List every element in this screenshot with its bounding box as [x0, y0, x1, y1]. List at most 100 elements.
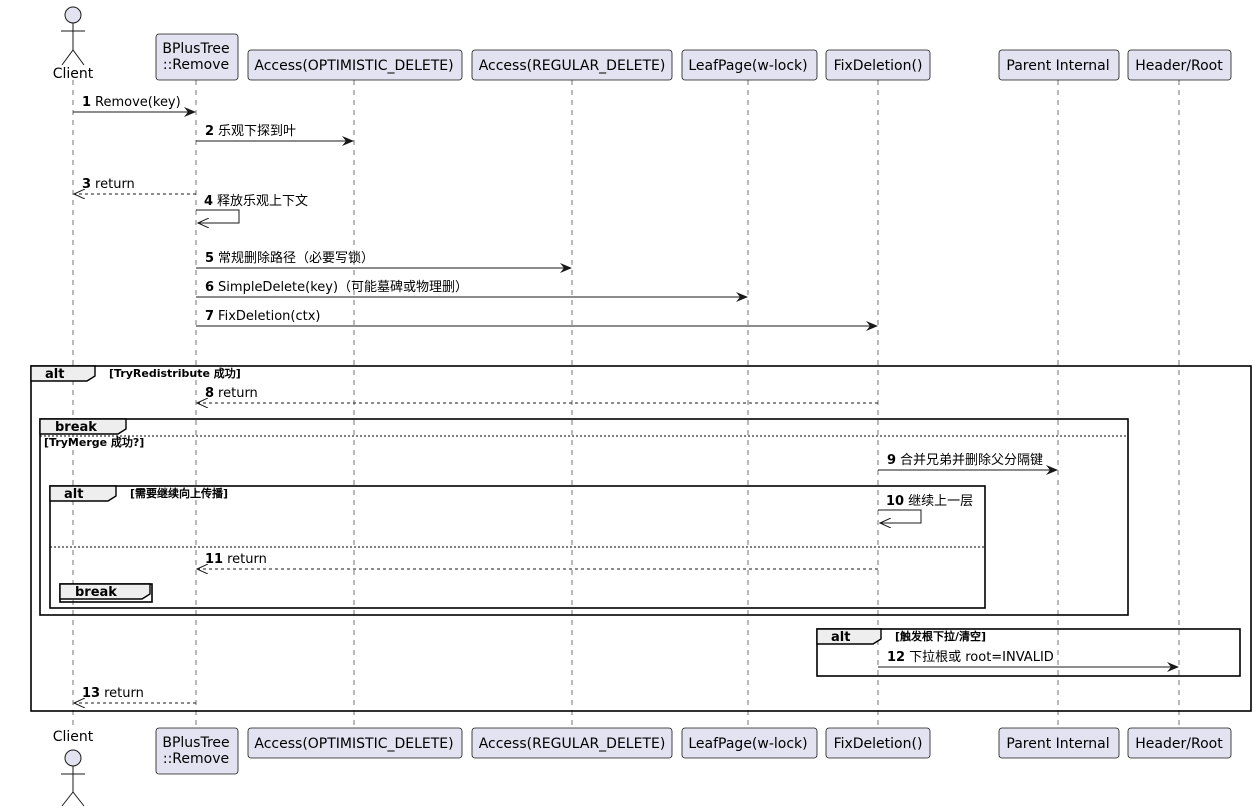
message-label: 10 继续上一层 — [886, 494, 973, 509]
message-arrow — [878, 509, 922, 523]
participant-box[interactable] — [471, 49, 673, 81]
participant-box[interactable] — [155, 33, 239, 81]
message-text: FixDeletion(ctx) — [218, 309, 320, 324]
participant-label: BPlusTree — [162, 735, 229, 751]
participant-leaf-bottom[interactable]: LeafPage(w-lock) — [681, 727, 818, 759]
participant-label: Client — [53, 66, 94, 82]
message-text: Remove(key) — [95, 95, 181, 110]
fragment-condition: [触发根下拉/清空] — [895, 629, 986, 643]
message-text: 常规删除路径（必要写锁） — [218, 250, 374, 266]
participant-box[interactable] — [1127, 727, 1232, 759]
actor-legs — [61, 791, 85, 807]
message-number: 2 — [205, 124, 214, 139]
message-number: 6 — [205, 280, 214, 295]
participant-header-top[interactable]: Header/Root — [1127, 49, 1232, 81]
fragment-keyword: break — [75, 585, 117, 600]
participant-parent-top[interactable]: Parent Internal — [998, 49, 1120, 81]
message-number: 10 — [886, 494, 904, 509]
participant-label: Access(REGULAR_DELETE) — [479, 58, 666, 74]
fragment-keyword: break — [55, 420, 97, 435]
participant-leaf-top[interactable]: LeafPage(w-lock) — [681, 49, 818, 81]
message-1[interactable]: 1 Remove(key) — [73, 95, 196, 117]
fragment-keyword: alt — [831, 630, 850, 645]
message-number: 5 — [205, 251, 214, 266]
participant-box[interactable] — [155, 727, 239, 775]
message-text: return — [227, 552, 267, 567]
participant-box[interactable] — [998, 49, 1120, 81]
participant-label: ::Remove — [163, 751, 229, 767]
participant-label: LeafPage(w-lock) — [688, 58, 807, 74]
message-7[interactable]: 7 FixDeletion(ctx) — [196, 309, 878, 331]
fragment-border — [816, 628, 1241, 677]
participant-regular-top[interactable]: Access(REGULAR_DELETE) — [471, 49, 673, 81]
fragment-keyword: alt — [45, 367, 64, 382]
message-label: 7 FixDeletion(ctx) — [205, 309, 321, 324]
participant-label: Parent Internal — [1006, 58, 1109, 74]
message-number: 7 — [205, 309, 214, 324]
message-text: 继续上一层 — [908, 494, 973, 509]
participant-box[interactable] — [825, 49, 931, 81]
participant-header-bottom[interactable]: Header/Root — [1127, 727, 1232, 759]
participant-box[interactable] — [681, 49, 818, 81]
participant-regular-bottom[interactable]: Access(REGULAR_DELETE) — [471, 727, 673, 759]
participant-bplustree-top[interactable]: BPlusTree::Remove — [155, 33, 239, 81]
participant-optimistic-top[interactable]: Access(OPTIMISTIC_DELETE) — [247, 49, 463, 81]
fragment-tab — [49, 485, 117, 502]
message-label: 1 Remove(key) — [82, 95, 181, 110]
participant-parent-bottom[interactable]: Parent Internal — [998, 727, 1120, 759]
participant-fixdel-top[interactable]: FixDeletion() — [825, 49, 931, 81]
participant-label: Client — [53, 729, 94, 745]
participant-box[interactable] — [247, 49, 463, 81]
participant-box[interactable] — [247, 727, 463, 759]
participant-box[interactable] — [681, 727, 818, 759]
participant-label: Parent Internal — [1006, 736, 1109, 752]
participant-box[interactable] — [471, 727, 673, 759]
fragment-condition: [需要继续向上传播] — [130, 486, 228, 500]
message-text: return — [218, 386, 258, 401]
message-number: 4 — [204, 194, 213, 209]
participant-label: Access(OPTIMISTIC_DELETE) — [254, 58, 453, 74]
participant-box[interactable] — [825, 727, 931, 759]
actor-legs — [61, 49, 85, 66]
message-text: 下拉根或 root=INVALID — [909, 650, 1054, 665]
participant-bplustree-bottom[interactable]: BPlusTree::Remove — [155, 727, 239, 775]
participant-label: FixDeletion() — [834, 736, 923, 752]
message-5[interactable]: 5 常规删除路径（必要写锁） — [196, 250, 572, 273]
actor-head — [64, 749, 82, 767]
message-number: 3 — [82, 177, 91, 192]
participant-label: FixDeletion() — [834, 58, 923, 74]
message-text: return — [104, 686, 144, 701]
participant-label: Header/Root — [1135, 58, 1223, 74]
fragment-tab — [59, 583, 151, 600]
fragment-tab — [39, 418, 127, 435]
message-label: 5 常规删除路径（必要写锁） — [205, 250, 374, 266]
fragment-condition: [TryRedistribute 成功] — [109, 366, 241, 380]
participant-label: Header/Root — [1135, 736, 1223, 752]
fragment-border — [30, 365, 1252, 712]
actor-head — [64, 6, 82, 24]
participant-fixdel-bottom[interactable]: FixDeletion() — [825, 727, 931, 759]
participant-box[interactable] — [1127, 49, 1232, 81]
message-arrow — [196, 209, 240, 223]
message-10[interactable]: 10 继续上一层 — [878, 494, 973, 523]
participant-label: Access(REGULAR_DELETE) — [479, 736, 666, 752]
actor-client-top[interactable]: Client — [53, 6, 94, 82]
participant-box[interactable] — [998, 727, 1120, 759]
actor-client-bottom[interactable]: Client — [53, 729, 94, 807]
message-number: 1 — [82, 95, 91, 110]
participant-label: Access(OPTIMISTIC_DELETE) — [254, 736, 453, 752]
participant-optimistic-bottom[interactable]: Access(OPTIMISTIC_DELETE) — [247, 727, 463, 759]
